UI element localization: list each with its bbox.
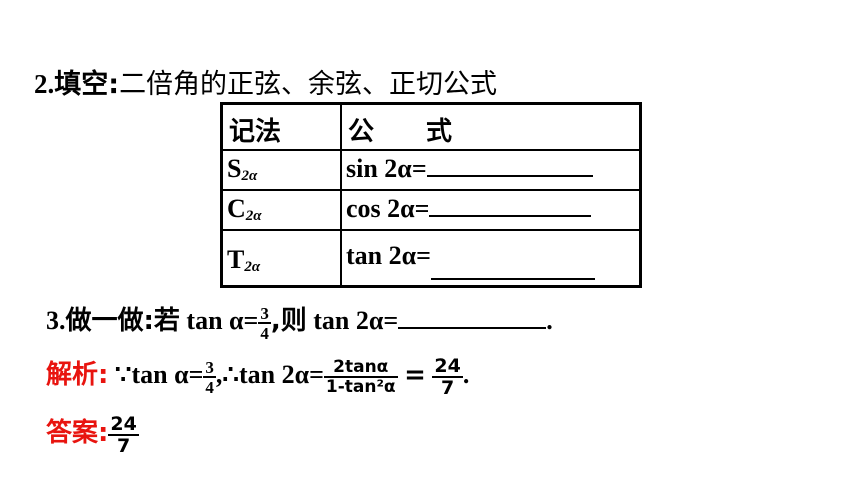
section-heading: 2.填空:二倍角的正弦、余弦、正切公式 <box>34 62 497 101</box>
analysis-label: 解析: <box>46 360 109 390</box>
notation-t2a: T2α <box>227 245 261 275</box>
analysis-end: . <box>462 360 470 389</box>
formula-cos: cos 2α= <box>346 194 592 224</box>
equals-sign: = <box>404 360 426 390</box>
heading-text: 二倍角的正弦、余弦、正切公式 <box>119 69 498 100</box>
header-notation: 记法 <box>229 117 282 147</box>
practice-label: 做一做:若 <box>65 306 180 336</box>
header-formula: 公 式 <box>348 117 453 147</box>
practice-number: 3. <box>46 306 66 335</box>
analysis-expr2: tan 2α= <box>238 360 324 389</box>
because-symbol: ∵ <box>114 360 132 389</box>
table-column-divider <box>340 105 342 285</box>
notation-s2a: S2α <box>227 154 258 184</box>
notation-c2a: C2α <box>227 194 262 224</box>
practice-then: ,则 <box>270 306 307 336</box>
formula-sin: sin 2α= <box>346 154 593 184</box>
answer-blank <box>398 327 547 329</box>
practice-expr1: tan α= <box>186 306 259 335</box>
formula-tan: tan 2α= <box>346 241 595 280</box>
table-row: C2α cos 2α= <box>223 191 639 231</box>
answer-label: 答案: <box>46 418 109 448</box>
analysis-expr1: tan α= <box>131 360 204 389</box>
table-header-row: 记法 公 式 <box>223 105 639 151</box>
formula-table: 记法 公 式 S2α sin 2α= C2α cos 2α= T2α tan 2… <box>220 102 642 288</box>
therefore-symbol: ,∴ <box>215 360 239 389</box>
heading-label: 填空: <box>54 69 120 100</box>
table-row: S2α sin 2α= <box>223 151 639 191</box>
table-row: T2α tan 2α= <box>223 231 639 288</box>
practice-expr2: tan 2α= <box>313 306 399 335</box>
heading-number: 2. <box>34 69 55 99</box>
practice-end: . <box>546 306 553 335</box>
